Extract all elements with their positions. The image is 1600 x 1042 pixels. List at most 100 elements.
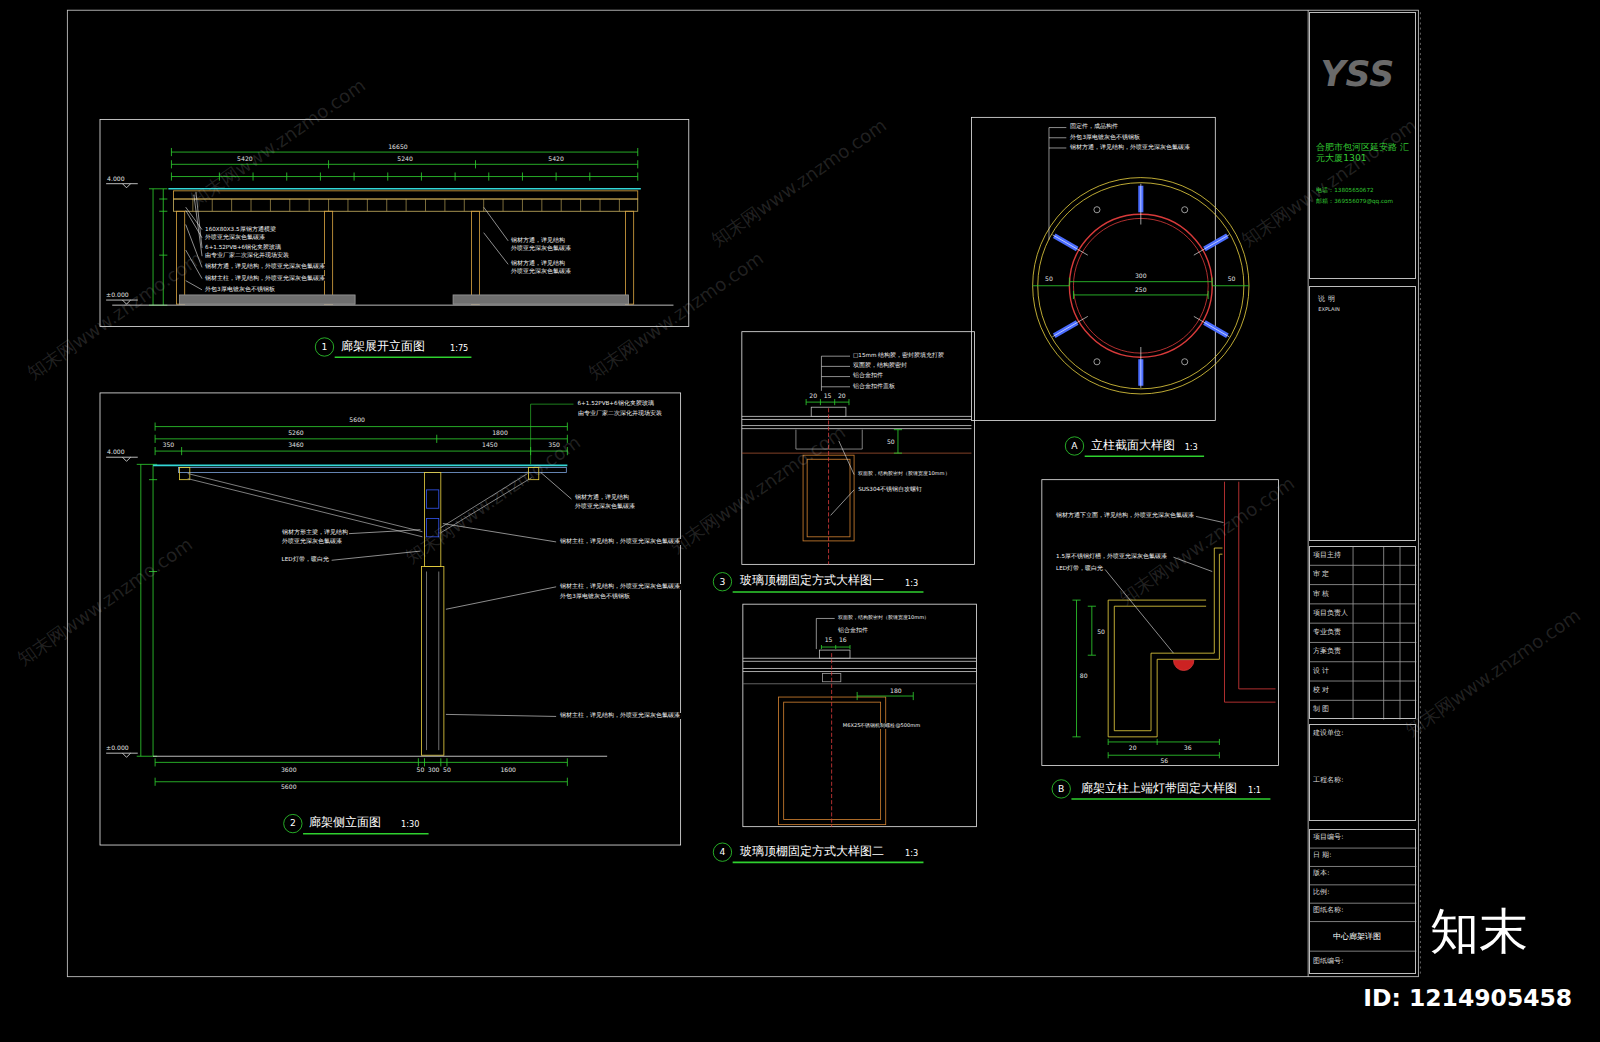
view-title: 廊架展开立面图	[340, 340, 426, 353]
view-title: 廊架侧立面图	[308, 816, 382, 829]
drawing-path	[831, 653, 832, 826]
frame-rect	[173, 191, 637, 199]
dimension-text: 16	[838, 637, 848, 643]
annotation-text: SUS304不锈钢自攻螺钉	[857, 487, 923, 493]
drawing-circle	[1073, 218, 1208, 353]
callout-number: 4	[719, 847, 727, 857]
dimension-text: 350	[162, 442, 176, 448]
drawing-line	[212, 199, 213, 211]
dimension-text: 300	[1134, 273, 1148, 279]
panel-text: 审 核	[1313, 591, 1329, 599]
drawing-circle	[1052, 780, 1070, 798]
drawing-path	[1072, 600, 1095, 737]
drawing-path	[1309, 546, 1416, 719]
dimension-text: 1600	[499, 767, 517, 773]
drawing-circle	[1182, 359, 1188, 365]
drawing-path	[831, 441, 854, 516]
panel-text: 专业负责	[1313, 629, 1341, 637]
watermark: 知末网www.znzmo.com	[13, 533, 196, 669]
drawing-path	[335, 356, 472, 358]
drawing-line	[425, 199, 426, 211]
level-text: ±0.000	[105, 745, 130, 751]
drawing-path	[155, 423, 567, 456]
panel-text: 设 计	[1313, 668, 1329, 676]
dimension-text: 36	[1183, 745, 1193, 751]
dimension-text: 15	[823, 393, 833, 399]
dimension-text: 3460	[287, 442, 305, 448]
drawing-circle	[1094, 207, 1100, 213]
drawing-path	[1173, 660, 1193, 670]
drawing-path	[1108, 739, 1219, 758]
frame-rect	[779, 697, 886, 825]
scale-text: 1:3	[904, 849, 919, 858]
frame-rect	[819, 650, 850, 658]
drawing-circle	[713, 843, 731, 861]
dimension-text: 300	[427, 767, 441, 773]
watermark: 知末网www.znzmo.com	[1238, 115, 1421, 251]
project-panel: 建设单位:工程名称:	[1309, 724, 1416, 821]
scale-text: 1:3	[904, 579, 919, 588]
annotation-text: 外喷亚光深灰色氟碳漆	[281, 539, 343, 545]
drawing-line	[1052, 316, 1087, 336]
drawing-circle	[1182, 207, 1188, 213]
dimension-text: 80	[1079, 673, 1089, 679]
callout-number: 2	[289, 819, 297, 829]
dimension-text: 5420	[236, 156, 254, 162]
panel-text: 版本:	[1313, 870, 1329, 878]
annotation-text: □15mm 结构胶，密封胶填充打胶	[852, 353, 945, 359]
panel-text: 邮箱：369556079@qq.com	[1316, 198, 1393, 205]
callout-number: 1	[321, 342, 329, 352]
dimension-text: 50	[1096, 629, 1106, 635]
panel-text: 工程名称:	[1313, 777, 1343, 785]
drawing-path	[1085, 455, 1204, 457]
dimension-text: 56	[1159, 758, 1169, 764]
drawing-path	[137, 464, 157, 756]
annotation-text: 双面胶，结构胶密封（胶缝宽度10mm）	[857, 471, 950, 476]
annotation-text: 外包3厚电镀灰色不锈钢板	[559, 594, 631, 600]
view-title: 玻璃顶棚固定方式大样图二	[739, 845, 885, 858]
annotation-text: 160X80X3.5厚钢方通横梁	[204, 227, 276, 233]
drawing-line	[406, 199, 407, 211]
watermark: 知末网www.znzmo.com	[187, 74, 370, 210]
drawing-path	[816, 618, 834, 649]
drawing-line	[561, 199, 562, 211]
watermark: 知末网www.znzmo.com	[24, 248, 207, 384]
level-text: 4.000	[106, 176, 126, 182]
level-text: ±0.000	[105, 292, 130, 298]
callout-number: A	[1070, 441, 1078, 451]
annotation-text: 双面胶，结构胶密封	[852, 363, 908, 369]
annotation-text: 钢材方通，详见结构	[574, 495, 630, 501]
frame-rect	[626, 211, 634, 304]
drawing-line	[503, 199, 504, 211]
panel-text: 日 期:	[1313, 852, 1331, 860]
level-text: 4.000	[106, 449, 126, 455]
frame-rect	[324, 211, 332, 304]
frame-rect	[742, 332, 975, 565]
frame-rect	[100, 393, 681, 845]
annotation-text: 钢材方通，详见结构	[510, 238, 566, 244]
drawing-line	[153, 465, 567, 467]
panel-text: 中心廊架详图	[1333, 932, 1381, 942]
annotation-text: 钢材方通，详见结构，外喷亚光深灰色氟碳漆	[204, 264, 326, 270]
frame-rect	[173, 199, 637, 211]
drawing-line	[1194, 316, 1229, 336]
annotation-text: 由专业厂家二次深化并现场安装	[204, 253, 290, 259]
drawing-circle	[1094, 359, 1100, 365]
annotation-text: 6+1.52PVB+6钢化夹胶玻璃	[204, 245, 282, 251]
annotation-text: 6+1.52PVB+6钢化夹胶玻璃	[577, 401, 655, 407]
drawing-path	[742, 416, 972, 428]
dimension-text: 1450	[481, 442, 499, 448]
drawing-line	[347, 199, 348, 211]
drawing-line	[743, 683, 977, 684]
drawing-line	[386, 199, 387, 211]
scale-text: 1:1	[1247, 786, 1262, 795]
drawing-line	[1052, 235, 1087, 255]
drawing-line	[580, 199, 581, 211]
frame-rect	[67, 10, 1418, 976]
frame-rect	[100, 119, 689, 326]
dimension-text: 20	[808, 393, 818, 399]
frame-rect	[180, 295, 356, 304]
annotation-text: 外喷亚光深灰色氟碳漆	[510, 269, 572, 275]
drawing-line	[309, 199, 310, 211]
frame-rect	[179, 467, 567, 472]
